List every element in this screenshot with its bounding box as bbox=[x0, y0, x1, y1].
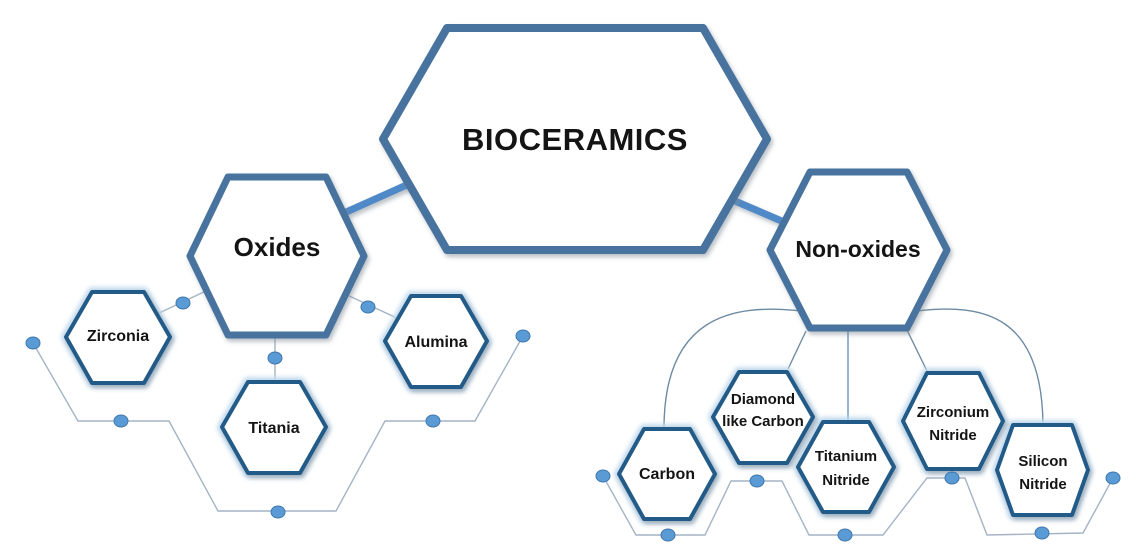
titania-label: Titania bbox=[248, 420, 299, 437]
connector-dot bbox=[270, 505, 286, 519]
diamond-like-carbon-hexagon bbox=[711, 370, 815, 465]
connector-dot bbox=[1034, 526, 1050, 540]
connector-dot bbox=[837, 528, 853, 542]
carbon-label: Carbon bbox=[639, 466, 695, 483]
connector-dot bbox=[175, 296, 191, 310]
connector-dot bbox=[1105, 471, 1121, 485]
titanium-nitride-label-line2: Nitride bbox=[822, 472, 870, 489]
bioceramics-label: BIOCERAMICS bbox=[462, 122, 688, 157]
silicon-nitride-label-line1: Silicon bbox=[1018, 453, 1067, 470]
connector-dot bbox=[425, 414, 441, 428]
large-hexagons bbox=[186, 24, 951, 339]
alumina-label: Alumina bbox=[404, 334, 467, 351]
zirconia-hexagon bbox=[64, 290, 172, 385]
oxides-label: Oxides bbox=[234, 232, 321, 262]
connector-dot bbox=[944, 471, 960, 485]
leaf-hexagons bbox=[64, 290, 1090, 521]
edge-bioceramics-nonoxides bbox=[733, 197, 786, 226]
zirconium-nitride-hexagon bbox=[901, 371, 1005, 471]
titania-hexagon bbox=[220, 380, 328, 475]
edge-nonoxides-zirconium-nitride bbox=[906, 329, 928, 372]
connector-dot bbox=[360, 300, 376, 314]
diamond-like-carbon-label-line2: like Carbon bbox=[722, 413, 804, 430]
edge-nonoxides-carbon bbox=[663, 308, 802, 430]
silicon-nitride-hexagon bbox=[995, 423, 1090, 517]
connector-dot bbox=[267, 351, 283, 365]
oxides-hexagon bbox=[186, 173, 368, 339]
connector-dot bbox=[595, 469, 611, 483]
connector-dot bbox=[515, 329, 531, 343]
silicon-nitride-label-line2: Nitride bbox=[1019, 476, 1067, 493]
bioceramics-hexagon bbox=[379, 24, 771, 254]
edge-bioceramics-oxides bbox=[342, 179, 413, 217]
titanium-nitride-hexagon bbox=[796, 420, 896, 514]
diamond-like-carbon-label-line1: Diamond bbox=[731, 391, 795, 408]
connector-dot bbox=[660, 528, 676, 542]
titanium-nitride-label-line1: Titanium bbox=[815, 448, 877, 465]
zirconium-nitride-label-line2: Nitride bbox=[929, 427, 977, 444]
connector-dot bbox=[25, 336, 41, 350]
zirconium-nitride-label-line1: Zirconium bbox=[917, 404, 990, 421]
connector-dot bbox=[749, 474, 765, 488]
root-connectors bbox=[342, 179, 786, 226]
zirconia-label: Zirconia bbox=[87, 328, 149, 345]
carbon-hexagon bbox=[617, 427, 717, 521]
nonoxides-label: Non-oxides bbox=[795, 236, 920, 262]
connector-dots bbox=[25, 296, 1121, 542]
edge-nonoxides-diamond-like-carbon bbox=[787, 330, 807, 370]
edge-nonoxides-silicon-nitride bbox=[915, 308, 1044, 426]
connector-dot bbox=[113, 414, 129, 428]
alumina-hexagon bbox=[383, 294, 489, 389]
nonoxides-hexagon bbox=[766, 168, 951, 332]
